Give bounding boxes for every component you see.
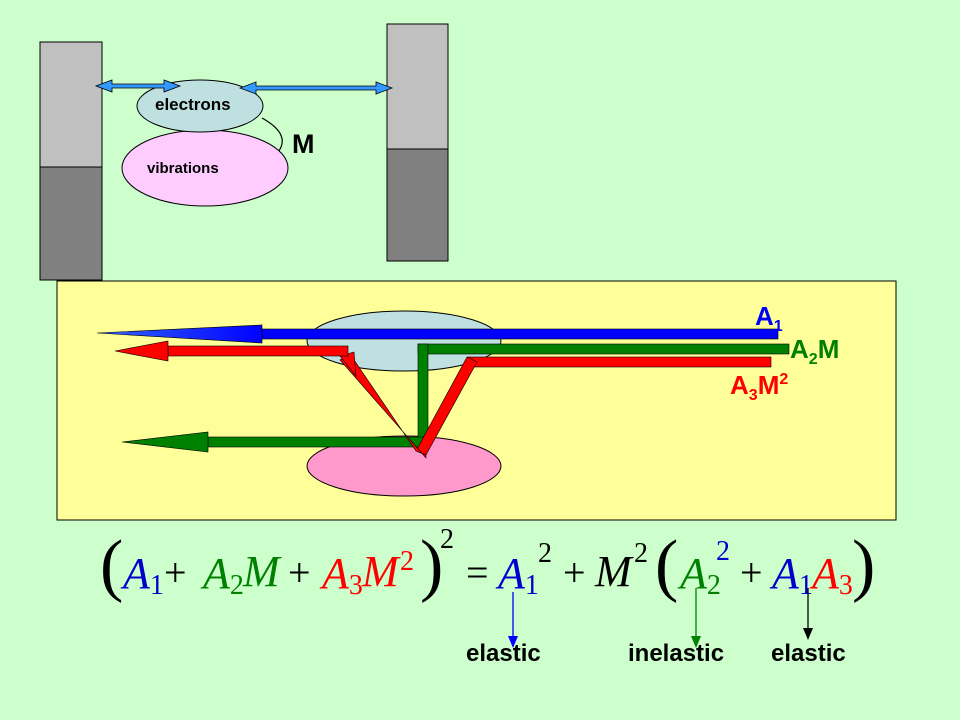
path-a2m-green: [121, 343, 790, 453]
eq-plus-2: +: [288, 550, 311, 595]
left-electrode: [39, 41, 103, 281]
tunnel-arrow-left: [94, 79, 182, 93]
eq-a2-rhs-exp: 2: [716, 536, 730, 567]
eq-a1-rhs: A1: [495, 549, 539, 601]
eq-equals: =: [466, 550, 489, 595]
electrons-ellipse: [136, 79, 264, 133]
path-a1-blue: [96, 324, 779, 344]
panel-electrons-ellipse: [306, 310, 502, 372]
eq-a3-rhs: A3: [809, 549, 853, 601]
label-a1: A1: [755, 301, 783, 335]
eq-plus-3: +: [563, 550, 586, 595]
annotation-elastic-2: elastic: [771, 640, 846, 667]
eq-a2: A2: [200, 549, 244, 601]
eq-a3: A3: [319, 549, 363, 601]
right-electrode: [386, 23, 449, 262]
electrons-label: electrons: [155, 95, 231, 114]
coupling-label: M: [292, 129, 315, 159]
eq-a1-rhs-exp: 2: [538, 538, 552, 569]
path-a3m2-red: [114, 340, 772, 459]
equation: ( A1 + A2 M + A3 M 2 ) 2 = A1 2 + M 2 ( …: [100, 524, 875, 604]
panel-vibrations-ellipse: [306, 435, 502, 497]
arrow-inelastic: [691, 588, 701, 648]
arrow-elastic-2: [803, 588, 813, 640]
tunnel-arrow-right: [238, 81, 394, 95]
eq-a2-rhs: A2: [677, 549, 721, 601]
eq-m-rhs: M: [594, 547, 634, 596]
arrow-elastic-1: [508, 592, 518, 648]
vibrations-label: vibrations: [147, 160, 219, 177]
eq-rparen-1: ): [420, 527, 443, 604]
eq-m-2: M: [361, 547, 401, 596]
annotation-elastic-1: elastic: [466, 640, 541, 667]
eq-m2-exp: 2: [400, 546, 414, 577]
label-a3m2: A3M2: [730, 370, 788, 404]
eq-m-1: M: [242, 547, 282, 596]
eq-m-rhs-exp: 2: [634, 538, 648, 569]
eq-lparen-1: (: [100, 527, 123, 604]
eq-plus-4: +: [740, 550, 763, 595]
eq-outer-exp: 2: [440, 524, 454, 555]
eq-rparen-2: ): [852, 527, 875, 604]
eq-a1: A1: [120, 549, 164, 601]
eq-plus-1: +: [164, 550, 187, 595]
annotation-inelastic: inelastic: [628, 640, 724, 667]
eq-a1-rhs-2: A1: [769, 549, 813, 601]
label-a2m: A2M: [790, 334, 839, 368]
eq-lparen-2: (: [655, 527, 678, 604]
